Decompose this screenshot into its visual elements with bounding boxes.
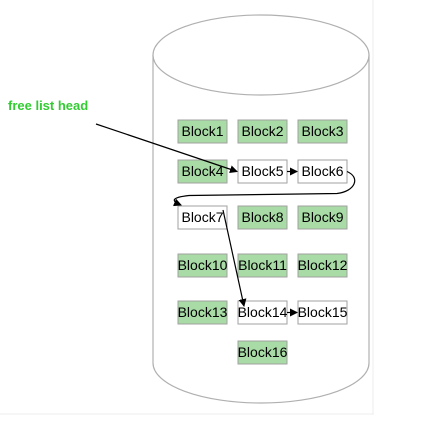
block-14: Block14 xyxy=(237,300,288,325)
block-label: Block11 xyxy=(238,257,287,273)
block-11: Block11 xyxy=(237,253,288,278)
free-list-links xyxy=(95,123,356,317)
block-label: Block5 xyxy=(241,163,283,179)
block-box xyxy=(297,300,348,325)
free-list-arrow-4 xyxy=(222,209,247,307)
block-label: Block4 xyxy=(181,163,223,179)
block-label: Block14 xyxy=(238,304,288,320)
block-13: Block13 xyxy=(177,300,228,325)
block-label: Block6 xyxy=(301,163,343,179)
block-box xyxy=(297,205,348,230)
block-6: Block6 xyxy=(297,159,348,184)
block-box xyxy=(177,300,228,325)
free-list-arrow-3 xyxy=(173,170,356,207)
block-label: Block3 xyxy=(301,123,343,139)
block-box xyxy=(237,205,288,230)
block-box xyxy=(177,253,228,278)
block-box xyxy=(237,253,288,278)
block-label: Block8 xyxy=(241,209,283,225)
block-1: Block1 xyxy=(177,119,228,144)
block-3: Block3 xyxy=(297,119,348,144)
block-8: Block8 xyxy=(237,205,288,230)
block-label: Block10 xyxy=(178,257,228,273)
block-box xyxy=(237,119,288,144)
block-9: Block9 xyxy=(297,205,348,230)
block-label: Block16 xyxy=(238,344,288,360)
block-7: Block7 xyxy=(177,205,228,230)
free-list-arrow-1 xyxy=(95,123,238,174)
block-box xyxy=(237,340,288,365)
block-4: Block4 xyxy=(177,159,228,184)
block-label: Block9 xyxy=(301,209,343,225)
block-5: Block5 xyxy=(237,159,288,184)
block-2: Block2 xyxy=(237,119,288,144)
block-label: Block13 xyxy=(178,304,228,320)
block-12: Block12 xyxy=(297,253,348,278)
block-label: Block1 xyxy=(181,123,223,139)
block-16: Block16 xyxy=(237,340,288,365)
block-label: Block2 xyxy=(241,123,283,139)
block-box xyxy=(177,205,228,230)
block-15: Block15 xyxy=(297,300,348,325)
free-list-head-label: free list head xyxy=(8,98,88,113)
block-box xyxy=(297,253,348,278)
block-box xyxy=(297,119,348,144)
block-10: Block10 xyxy=(177,253,228,278)
block-label: Block15 xyxy=(298,304,348,320)
block-label: Block12 xyxy=(298,257,348,273)
cylinder-top xyxy=(152,14,370,96)
block-label: Block7 xyxy=(181,209,223,225)
block-box xyxy=(177,119,228,144)
